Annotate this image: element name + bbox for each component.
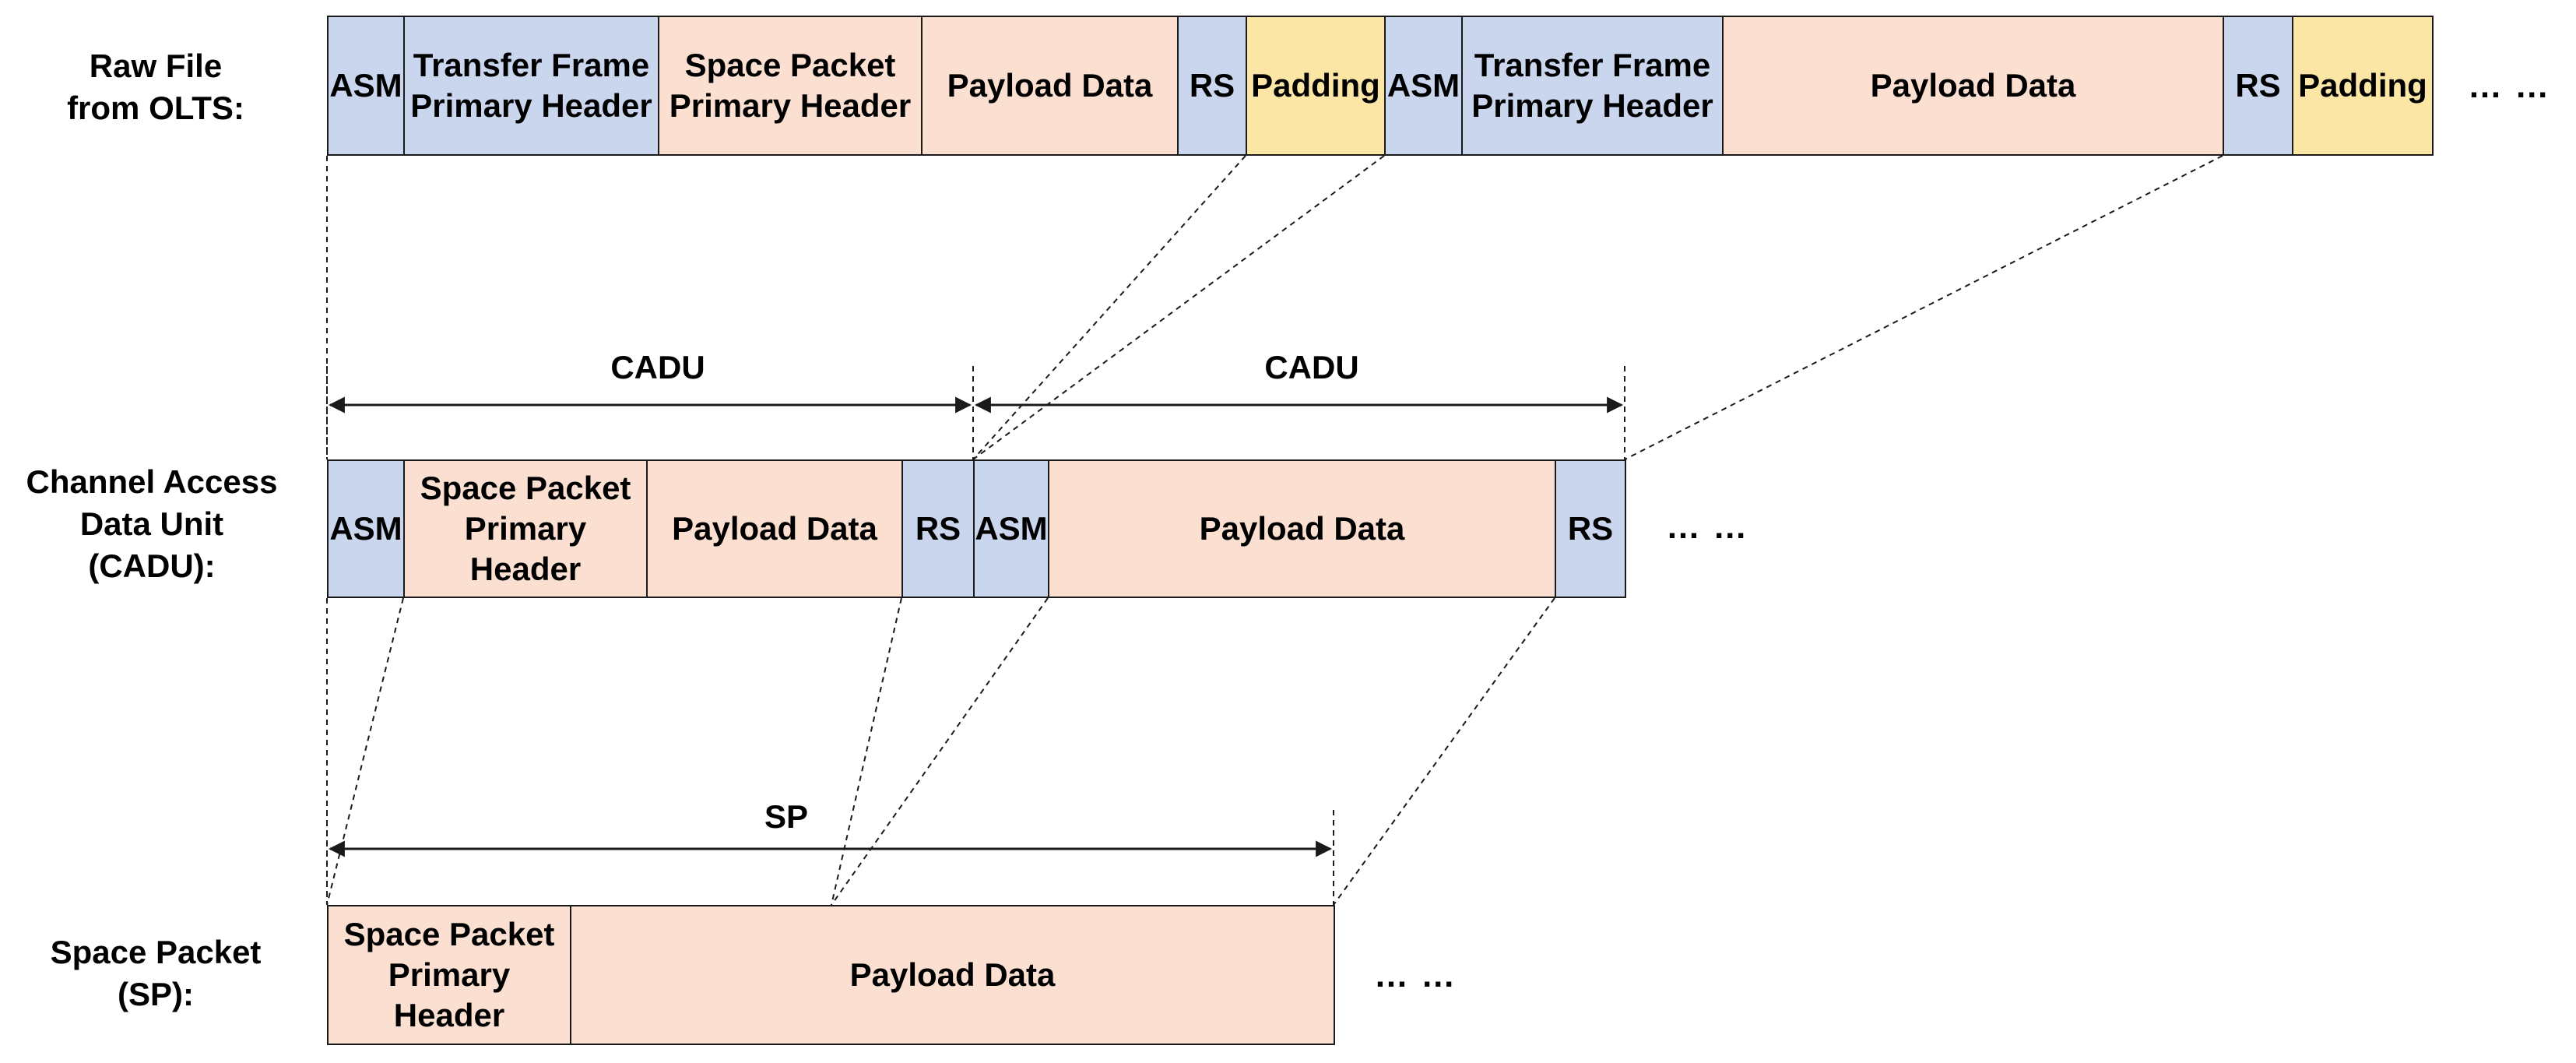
cadu-row-ellipsis: … … — [1666, 508, 1749, 546]
sp-span-label: SP — [764, 798, 809, 835]
dashed-connector-7 — [831, 597, 902, 906]
raw-file-row-label: Raw File from OLTS: — [67, 48, 244, 126]
cadu-segment-rs: RS — [1555, 459, 1626, 598]
dashed-connector-2 — [972, 155, 1246, 460]
raw-segment-payload-data: Payload Data — [921, 16, 1179, 156]
raw-segment-transfer-frame-primary-header: Transfer Frame Primary Header — [403, 16, 659, 156]
dashed-connector-4 — [1624, 155, 2223, 460]
sp-segment-payload-data: Payload Data — [570, 905, 1335, 1045]
raw-segment-padding: Padding — [2292, 16, 2434, 156]
raw-segment-asm: ASM — [1384, 16, 1463, 156]
cadu-segment-asm: ASM — [327, 459, 405, 598]
raw-segment-rs: RS — [2223, 16, 2293, 156]
raw-segment-payload-data: Payload Data — [1722, 16, 2224, 156]
dashed-connector-6 — [326, 597, 404, 906]
span-arrows — [326, 366, 1625, 905]
sp-row-label: Space Packet (SP): — [50, 934, 262, 1012]
cadu-segment-asm: ASM — [973, 459, 1049, 598]
cadu-span-label-1: CADU — [610, 349, 705, 385]
cadu-segment-rs: RS — [901, 459, 975, 598]
sp-row-ellipsis: … … — [1374, 956, 1457, 994]
dashed-connector-9 — [1333, 597, 1555, 906]
sp-segment-space-packet-primary-header: Space Packet Primary Header — [327, 905, 571, 1045]
raw-segment-asm: ASM — [327, 16, 405, 156]
cadu-row-label: Channel Access Data Unit (CADU): — [26, 463, 278, 584]
raw-segment-space-packet-primary-header: Space Packet Primary Header — [658, 16, 923, 156]
raw-segment-rs: RS — [1177, 16, 1247, 156]
cadu-segment-space-packet-primary-header: Space Packet Primary Header — [403, 459, 648, 598]
raw-row-ellipsis: … … — [2468, 67, 2551, 105]
raw-segment-transfer-frame-primary-header: Transfer Frame Primary Header — [1461, 16, 1724, 156]
raw-segment-padding: Padding — [1246, 16, 1386, 156]
cadu-segment-payload-data: Payload Data — [1048, 459, 1556, 598]
cadu-segment-payload-data: Payload Data — [646, 459, 903, 598]
cadu-span-label-2: CADU — [1264, 349, 1359, 385]
dashed-connector-3 — [972, 155, 1385, 460]
dashed-connector-8 — [831, 597, 1049, 906]
